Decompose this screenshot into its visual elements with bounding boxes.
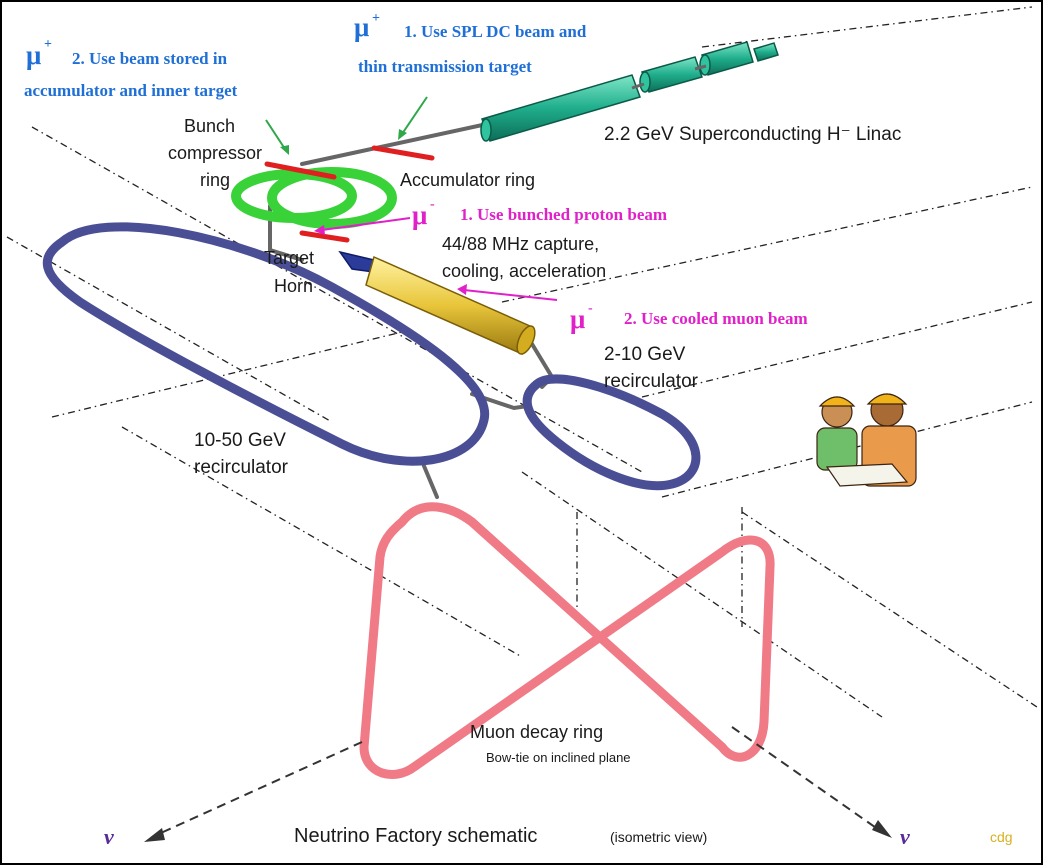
nu-right-arrowhead bbox=[872, 820, 892, 838]
capture-cylinder bbox=[365, 255, 536, 356]
option-spl-label: μ + 1. Use SPL DC beam and thin transmis… bbox=[354, 11, 587, 76]
bunch-compressor-label-1: Bunch bbox=[184, 116, 235, 136]
decay-ring-label: Muon decay ring bbox=[470, 722, 603, 742]
capture-label-1: 44/88 MHz capture, bbox=[442, 234, 599, 254]
mu-symbol: μ bbox=[412, 200, 427, 230]
mu-symbol: μ bbox=[354, 12, 369, 42]
mu-charge: - bbox=[588, 301, 593, 316]
accumulator-label: Accumulator ring bbox=[400, 170, 535, 190]
target-label: Target bbox=[264, 248, 314, 268]
option-line-1: 2. Use beam stored in bbox=[72, 49, 228, 68]
bunch-compressor-label-3: ring bbox=[200, 170, 230, 190]
horn-label: Horn bbox=[274, 276, 313, 296]
decay-ring-sublabel: Bow-tie on inclined plane bbox=[486, 750, 631, 765]
isometric-grid bbox=[6, 6, 1038, 718]
option-cooled-label: μ - 2. Use cooled muon beam bbox=[570, 301, 808, 334]
mu-charge: - bbox=[430, 197, 435, 212]
muon-decay-ring bbox=[359, 502, 775, 779]
mu-charge: + bbox=[44, 37, 52, 52]
nu-right-label: ν bbox=[900, 824, 910, 849]
capture-label-2: cooling, acceleration bbox=[442, 261, 606, 281]
linac-label: 2.2 GeV Superconducting H⁻ Linac bbox=[604, 124, 901, 145]
arrowhead-magenta-2 bbox=[457, 284, 467, 295]
arrowhead-green-2 bbox=[398, 129, 407, 140]
credit-mark: cdg bbox=[990, 829, 1013, 845]
diagram-caption-note: (isometric view) bbox=[610, 829, 707, 845]
linac-cylinders bbox=[480, 41, 779, 142]
nu-left-label: ν bbox=[104, 824, 114, 849]
mu-symbol: μ bbox=[570, 304, 585, 334]
recirc-large-label-1: 10-50 GeV bbox=[194, 430, 286, 451]
neutrino-beams bbox=[151, 726, 883, 838]
arrowhead-magenta-1 bbox=[314, 225, 325, 235]
bunch-compressor-label-2: compressor bbox=[168, 143, 262, 163]
option-line-2: thin transmission target bbox=[358, 57, 532, 76]
recirc-large-label-2: recirculator bbox=[194, 457, 289, 478]
option-arrows bbox=[265, 96, 558, 301]
workers-clipart-icon bbox=[816, 393, 917, 487]
diagram-caption: Neutrino Factory schematic bbox=[294, 825, 537, 847]
option-line-1: 1. Use SPL DC beam and bbox=[404, 22, 587, 41]
recirc-small-label-2: recirculator bbox=[604, 371, 699, 392]
recirculator-rings bbox=[42, 222, 701, 491]
accumulator-rings bbox=[231, 167, 397, 229]
option-line-1: 2. Use cooled muon beam bbox=[624, 309, 808, 328]
nu-left-arrowhead bbox=[144, 828, 165, 842]
horn-icon bbox=[338, 250, 375, 273]
option-line-2: accumulator and inner target bbox=[24, 81, 238, 100]
target-markers bbox=[264, 145, 435, 243]
option-accumulator-label: μ + 2. Use beam stored in accumulator an… bbox=[24, 37, 238, 100]
mu-charge: + bbox=[372, 11, 380, 26]
arrowhead-green-1 bbox=[280, 145, 289, 155]
option-bunched-label: μ - 1. Use bunched proton beam bbox=[412, 197, 667, 230]
mu-symbol: μ bbox=[26, 40, 41, 70]
option-line-1: 1. Use bunched proton beam bbox=[460, 205, 667, 224]
recirc-small-label-1: 2-10 GeV bbox=[604, 344, 686, 365]
